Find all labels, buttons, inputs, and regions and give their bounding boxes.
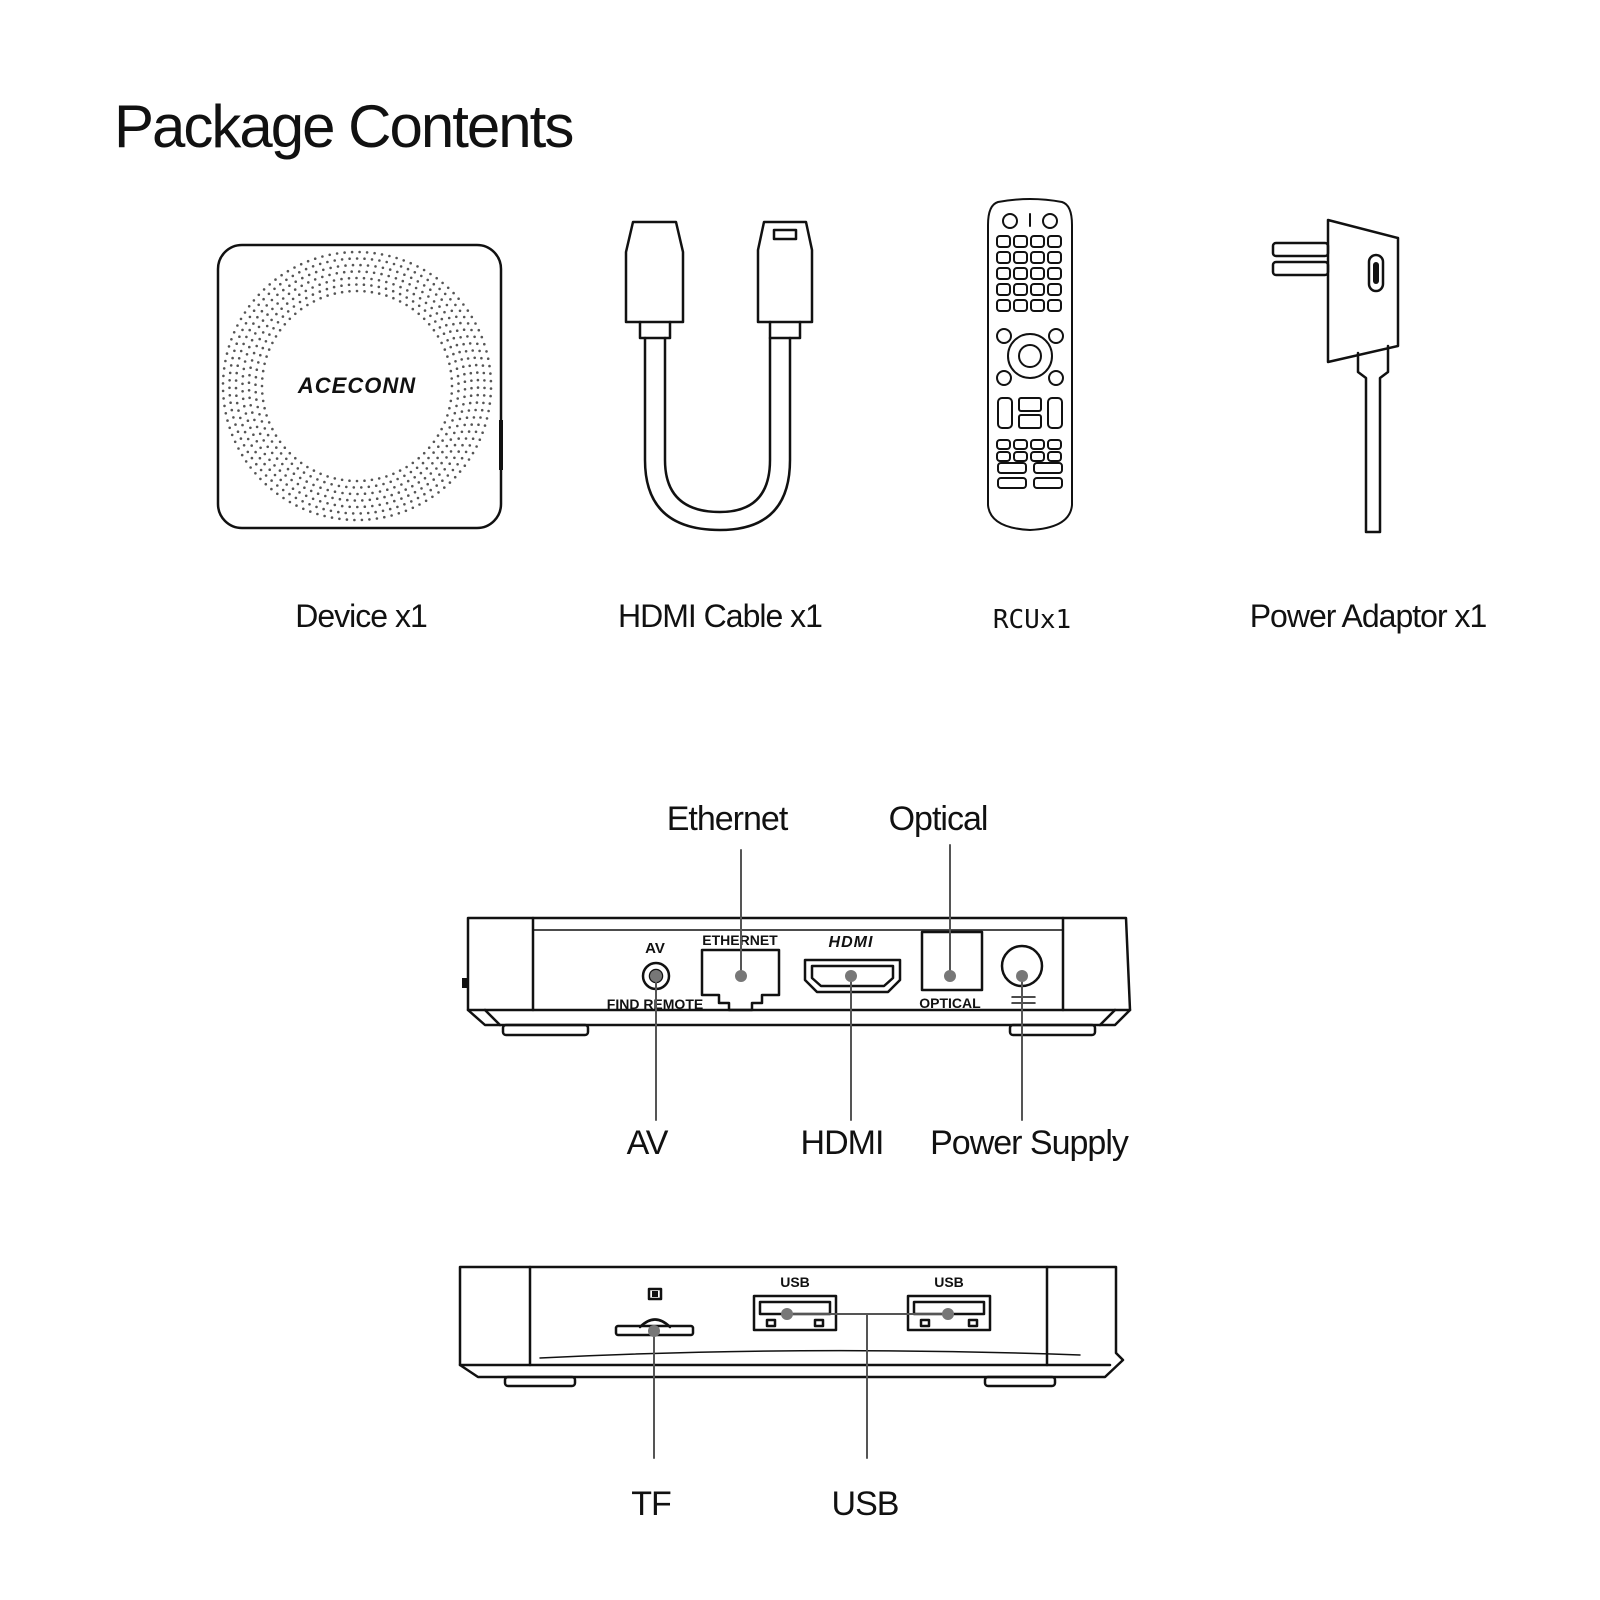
device-illustration: ACECONN — [216, 243, 503, 530]
device-brand-logo: ACECONN — [297, 373, 416, 398]
speaker-grille — [221, 250, 493, 522]
page-title: Package Contents — [114, 93, 574, 160]
printed-hdmi-logo: HDMI — [829, 934, 874, 951]
back-panel-illustration: AV FIND REMOTE ETHERNET HDMI OPTICAL — [462, 844, 1132, 1121]
power-adaptor-illustration — [1271, 218, 1400, 534]
printed-usb-label-1: USB — [780, 1274, 810, 1290]
item-label-hdmi-cable: HDMI Cable x1 — [618, 598, 823, 634]
item-label-device: Device x1 — [295, 598, 427, 634]
remote-illustration — [987, 198, 1073, 531]
callout-ethernet: Ethernet — [666, 800, 789, 838]
hdmi-cable-illustration — [624, 220, 814, 532]
item-label-rcu: RCUx1 — [992, 605, 1072, 635]
side-panel-illustration: USB USB — [458, 1265, 1125, 1459]
printed-optical-label: OPTICAL — [919, 995, 981, 1011]
device-body — [216, 243, 503, 530]
item-label-power-adaptor: Power Adaptor x1 — [1249, 598, 1488, 634]
callout-usb: USB — [831, 1485, 900, 1523]
device-side-button — [499, 420, 503, 470]
callout-av: AV — [626, 1124, 669, 1162]
printed-usb-label-2: USB — [934, 1274, 964, 1290]
callout-optical: Optical — [888, 800, 989, 838]
callout-hdmi: HDMI — [800, 1124, 885, 1162]
printed-av-label: AV — [645, 940, 665, 957]
callout-tf: TF — [631, 1485, 672, 1523]
callout-power-supply: Power Supply — [930, 1124, 1129, 1162]
